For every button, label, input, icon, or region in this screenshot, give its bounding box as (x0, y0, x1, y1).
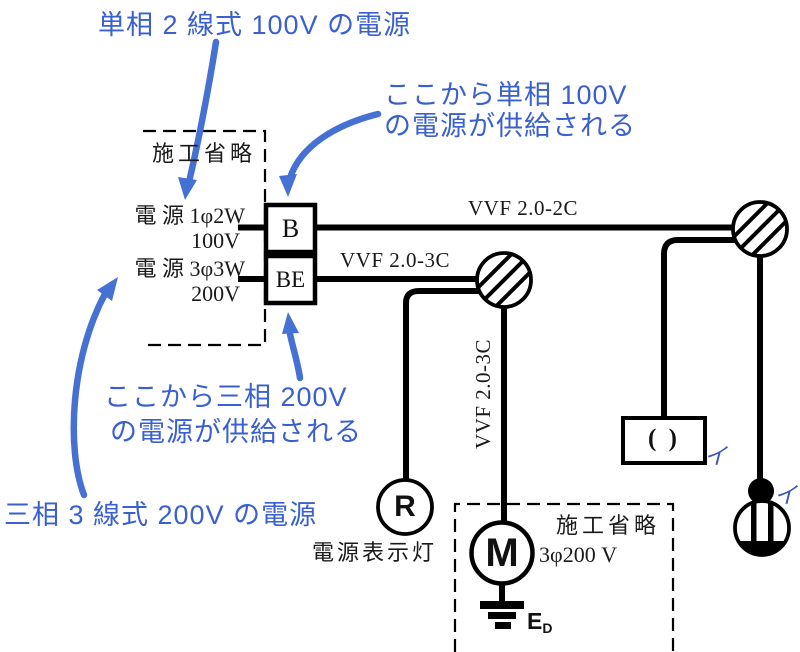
tag-switch-lamp: イ (774, 483, 797, 508)
ground-label-main: E (527, 608, 543, 634)
pilot-lamp-letter: R (378, 480, 432, 534)
cable-label-top: VVF 2.0-2C (468, 196, 579, 220)
arrow-three-phase-tail (70, 290, 109, 499)
source-200v-label: 電 源 3φ3W 200V (90, 256, 245, 306)
junction-box-right-hatch (734, 203, 786, 255)
breaker-be-label: BE (266, 257, 315, 302)
arrow-to-be-tail (286, 330, 304, 382)
lamp-bar-left (751, 503, 757, 542)
pilot-lamp-caption: 電源表示灯 (312, 540, 438, 565)
ceiling-rosette-box (621, 416, 707, 465)
annotation-single-phase-source: 単相 2 線式 100V の電源 (98, 10, 412, 40)
motor-letter: M (472, 523, 532, 583)
breaker-b-label: B (266, 206, 315, 251)
ceiling-rosette-symbol: ( ) (623, 416, 705, 461)
ceiling-rosette-symbol-text: ( ) (648, 424, 680, 452)
arrow-single-phase-head (178, 177, 197, 200)
omission-box-bottom-outline (453, 502, 675, 652)
ground-label-sub: D (542, 620, 553, 636)
switch-dot (748, 478, 774, 504)
lamp-bottom-fill (738, 541, 786, 556)
annotation-from-b-line2: の電源が供給される (384, 111, 636, 141)
annotation-arrows (70, 38, 382, 499)
source-200v-line2: 200V (191, 281, 240, 306)
pilot-lamp-circle (376, 478, 434, 536)
cable-label-vertical: VVF 2.0-3C (471, 339, 495, 450)
arrow-to-b-tail (286, 110, 382, 182)
wire-branch-pilot-lamp (403, 288, 479, 481)
ground-label: ED (527, 608, 553, 636)
tag-rosette: イ (704, 444, 727, 469)
motor-voltage-label: 3φ200 V (539, 542, 618, 567)
annotation-from-be-line1: ここから三相 200V (104, 382, 348, 412)
annotation-from-be: ここから三相 200V の電源が供給される (104, 380, 362, 450)
breaker-be-box (263, 253, 318, 306)
junction-box-middle (475, 251, 533, 309)
annotation-three-phase-source: 三相 3 線式 200V の電源 (4, 500, 318, 530)
junction-box-middle-hatch (478, 254, 530, 306)
source-100v-line1: 電 源 1φ2W (134, 203, 245, 228)
omission-label-top: 施工省略 (152, 141, 257, 166)
arrow-to-be-head (282, 312, 299, 334)
annotation-from-b: ここから単相 100V の電源が供給される (384, 80, 636, 142)
lamp-bar-right (768, 503, 774, 542)
breaker-be-text: BE (275, 266, 306, 292)
ground-symbol (480, 583, 524, 629)
arrow-single-phase-tail (185, 38, 220, 186)
source-200v-line1: 電 源 3φ3W (134, 256, 245, 281)
source-100v-label: 電 源 1φ2W 100V (90, 203, 245, 253)
cable-label-middle: VVF 2.0-3C (340, 248, 451, 272)
arrow-three-phase-head (97, 277, 118, 301)
wire-branch-rosette (661, 237, 736, 419)
annotation-from-b-line1: ここから単相 100V (384, 80, 628, 110)
junction-box-right (731, 200, 789, 258)
arrow-to-b-head (279, 174, 297, 197)
motor-letter-text: M (485, 530, 519, 575)
source-100v-line2: 100V (191, 228, 240, 253)
switch-and-lamp-symbol (733, 478, 791, 557)
pilot-lamp-letter-text: R (394, 490, 416, 523)
breaker-b-text: B (281, 213, 300, 243)
annotation-from-be-line2: の電源が供給される (110, 417, 362, 447)
omission-label-bottom: 施工省略 (556, 513, 661, 538)
annotation-arrowheads (97, 174, 299, 334)
breaker-b-box (263, 202, 318, 255)
